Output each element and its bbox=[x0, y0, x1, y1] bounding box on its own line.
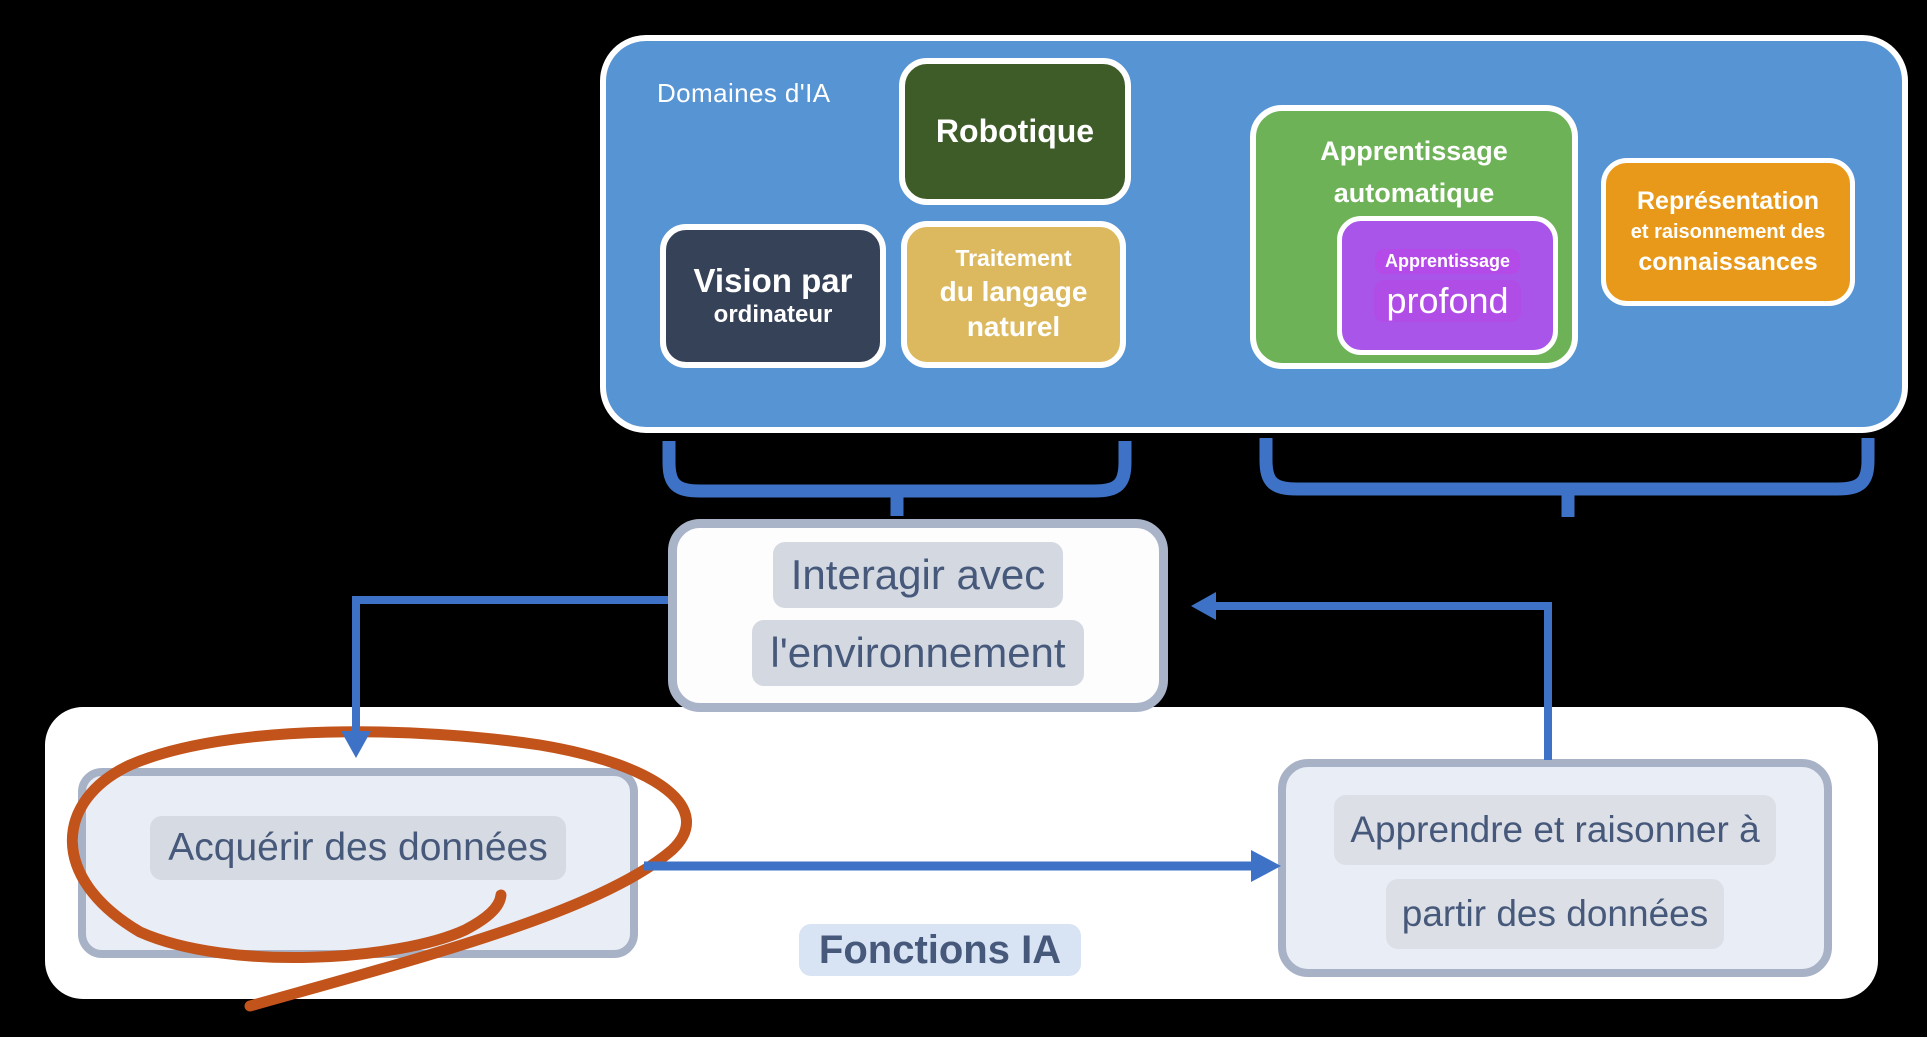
computer-vision-box: Vision par ordinateur bbox=[660, 224, 886, 368]
krr-label-line2: et raisonnement des bbox=[1630, 220, 1826, 243]
acquire-data-box: Acquérir des données bbox=[78, 768, 638, 958]
nlp-label-line2: du langage bbox=[939, 275, 1088, 307]
acquire-label: Acquérir des données bbox=[150, 816, 566, 880]
domains-panel-label: Domaines d'IA bbox=[657, 78, 831, 108]
right-brace bbox=[1259, 438, 1875, 496]
learn-label-line2: partir des données bbox=[1385, 879, 1725, 949]
deep-learning-box: Apprentissage profond bbox=[1337, 216, 1558, 355]
left-brace bbox=[662, 441, 1132, 498]
vision-label-line1: Vision par bbox=[693, 262, 853, 300]
learn-reason-box: Apprendre et raisonner à partir des donn… bbox=[1278, 759, 1832, 977]
robotique-label: Robotique bbox=[935, 113, 1095, 149]
knowledge-representation-box: Représentation et raisonnement des conna… bbox=[1601, 158, 1855, 306]
nlp-label-line3: naturel bbox=[966, 311, 1061, 343]
krr-label-line1: Représentation bbox=[1637, 187, 1819, 216]
arrowhead-left-icon bbox=[1191, 592, 1216, 620]
nlp-box: Traitement du langage naturel bbox=[901, 221, 1126, 368]
robotique-box: Robotique bbox=[899, 58, 1131, 205]
interact-label-line1: Interagir avec bbox=[772, 542, 1064, 608]
krr-label-line3: connaissances bbox=[1638, 247, 1818, 276]
deep-label-line2: profond bbox=[1374, 280, 1521, 322]
deep-label-line1: Apprentissage bbox=[1374, 249, 1521, 275]
interact-environment-box: Interagir avec l'environnement bbox=[668, 519, 1168, 712]
ml-label-line1: Apprentissage bbox=[1320, 136, 1508, 166]
functions-panel-label: Fonctions IA bbox=[700, 924, 1180, 976]
nlp-label-line1: Traitement bbox=[955, 245, 1072, 272]
interact-label-line2: l'environnement bbox=[752, 620, 1084, 686]
learn-label-line1: Apprendre et raisonner à bbox=[1334, 795, 1776, 865]
ml-label-line2: automatique bbox=[1333, 178, 1495, 209]
vision-label-line2: ordinateur bbox=[713, 301, 833, 329]
